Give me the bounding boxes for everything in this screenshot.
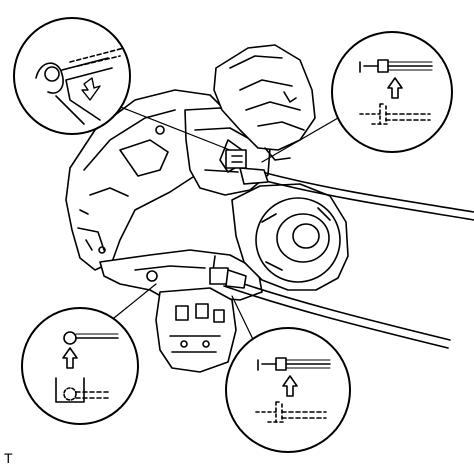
lower-cable [210,268,450,348]
arrow-up-icon [283,376,297,396]
detail-view-lower-left [22,308,138,424]
lower-bracket [156,288,236,372]
arrow-up-icon [388,78,402,98]
detail-view-upper-right [332,32,452,152]
lower-body [100,250,262,300]
rotor-assembly [232,184,348,290]
upper-cable [226,150,474,220]
detail-view-upper-left [14,18,130,134]
arrow-up-icon [63,348,77,368]
figure-code-label: T [4,450,13,466]
arrow-down-icon [82,78,100,100]
detail-view-lower-right [226,328,350,452]
